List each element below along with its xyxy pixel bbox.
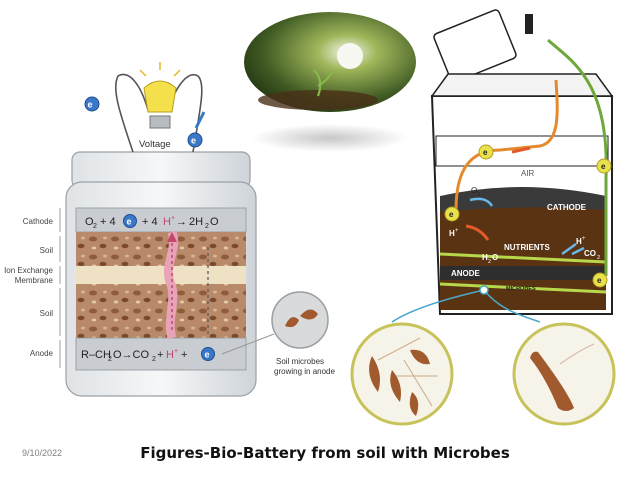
arrow-up-icon (194, 111, 206, 129)
slide-title: Figures-Bio-Battery from soil with Micro… (140, 444, 510, 462)
layer-label-soil-bottom: Soil (40, 309, 54, 318)
green-line (439, 252, 607, 264)
photo-shadow (252, 124, 408, 152)
svg-text:2: 2 (488, 259, 491, 265)
svg-text:e: e (597, 276, 602, 285)
svg-text:e: e (127, 217, 132, 227)
anode-label: ANODE (451, 269, 481, 278)
electron-icon (187, 132, 203, 148)
left-wire (114, 73, 149, 153)
photo-bulb-icon (337, 43, 363, 69)
arrow-icon (561, 242, 585, 256)
jar (65, 151, 257, 397)
o2-label: O (471, 186, 477, 195)
svg-text:e: e (449, 210, 454, 219)
membrane-layer (76, 266, 246, 284)
zoom-pointer-lines (391, 289, 541, 323)
co2-label: CO (584, 249, 596, 258)
svg-text:→: → (176, 216, 187, 228)
electron-icon (478, 144, 494, 160)
electron-icon (444, 206, 460, 222)
anode-layer (75, 337, 247, 371)
svg-text:2: 2 (152, 356, 156, 363)
svg-text:O: O (210, 216, 219, 228)
voltage-label: Voltage (139, 139, 171, 150)
svg-text:+ 4: + 4 (100, 216, 116, 228)
svg-text:+: + (181, 349, 187, 361)
svg-text:e: e (205, 350, 210, 360)
h-plus-label-2: H (576, 237, 582, 246)
svg-text:O: O (85, 216, 94, 228)
svg-text:+: + (174, 348, 178, 355)
orange-wire (454, 79, 559, 211)
electron-icon (596, 158, 612, 174)
layer-label-membrane-2: Membrane (15, 276, 54, 285)
layer-label-membrane-1: Ion Exchange (4, 266, 53, 275)
svg-text:H: H (163, 216, 171, 228)
h-plus-label: H (449, 229, 455, 238)
device-box (433, 9, 517, 83)
svg-text:e: e (483, 148, 488, 157)
svg-text:+: + (582, 236, 586, 242)
arrow-icon (469, 197, 494, 207)
arrow-icon (465, 224, 490, 241)
sprout-icon (313, 69, 333, 97)
anode-reaction: R–CH 2 O→CO 2 + H + + e (81, 347, 215, 363)
microbe-zoom-left (350, 322, 454, 426)
svg-text:2: 2 (477, 192, 480, 198)
svg-text:O: O (492, 253, 498, 262)
svg-text:+: + (455, 228, 459, 234)
air-label: AIR (521, 169, 535, 178)
electron-icon (84, 96, 100, 112)
svg-text:+ 4: + 4 (142, 216, 158, 228)
cathode-reaction: O 2 + 4 e + 4 H + → 2H 2 O (85, 214, 219, 230)
h2o-label: H (482, 253, 488, 262)
electron-icon (201, 347, 215, 361)
electron-icon (123, 214, 137, 228)
anode-band (440, 266, 606, 280)
nutrients-label: NUTRIENTS (504, 243, 550, 252)
svg-text:O→CO: O→CO (113, 349, 150, 361)
electron-symbol: e (88, 100, 93, 110)
svg-text:2: 2 (108, 356, 112, 363)
svg-text:2: 2 (205, 223, 209, 230)
microbial-cell (430, 9, 614, 315)
cathode-label: CATHODE (547, 203, 587, 212)
svg-text:+: + (157, 349, 163, 361)
layer-label-soil-top: Soil (40, 246, 54, 255)
soil-bottom-layer (76, 284, 246, 338)
microbes-inset (221, 291, 329, 355)
microbes-caption-2: growing in anode (274, 367, 335, 376)
microbes-label: MICROBES (506, 286, 536, 292)
electron-symbol: e (191, 136, 196, 146)
svg-text:H: H (166, 349, 174, 361)
svg-text:2: 2 (597, 255, 600, 261)
svg-text:+: + (171, 215, 175, 222)
layer-label-cathode: Cathode (23, 217, 54, 226)
microbe-zoom-right (512, 322, 616, 426)
svg-text:e: e (601, 162, 606, 171)
light-bulb-icon (139, 62, 181, 129)
electron-icon (592, 272, 608, 288)
plant-bulb-photo (244, 12, 416, 112)
proton-channel (164, 230, 178, 340)
soil-top-layer (76, 232, 246, 266)
svg-text:2H: 2H (189, 216, 203, 228)
svg-text:R–CH: R–CH (81, 349, 111, 361)
layer-label-anode: Anode (30, 349, 54, 358)
svg-text:2: 2 (93, 223, 97, 230)
microbes-caption-1: Soil microbes (276, 357, 324, 366)
slide-date: 9/10/2022 (22, 448, 63, 458)
arrow-icon (511, 146, 531, 154)
